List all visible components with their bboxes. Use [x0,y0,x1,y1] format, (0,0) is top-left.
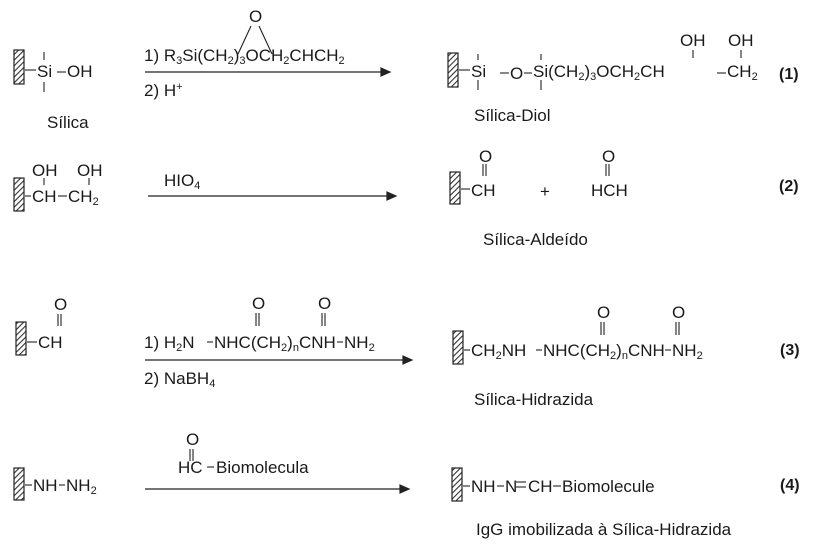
reaction-3-reagent-oxygen-2: O [318,294,332,313]
reaction-1-product-si-1: Si [471,62,487,81]
silica-block-2-product [449,171,461,205]
reaction-3-reagent-1-left: 1) H2N [144,333,195,354]
reaction-4-reactant-nh: NH [33,476,58,495]
reaction-1-product-ch2: CH2 [727,62,758,83]
reaction-3-reactant-oxygen: O [54,295,68,314]
reaction-4-product-n: N [505,477,518,496]
silica-block-3-product [452,330,464,365]
silica-block-1-reactant [13,49,25,85]
reaction-4-reactant-nh2: NH2 [66,476,97,497]
reaction-1-product-oh-2: OH [728,31,754,50]
reaction-2-reactant-oh-2: OH [77,161,103,180]
reaction-2-number: (2) [779,178,799,195]
reaction-3-product-right: NH2 [672,341,703,362]
reaction-4-reagent-hc: HC [178,458,203,477]
reaction-4-product-ch: CH [528,477,553,496]
reaction-3-product-left: CH2NH [471,341,527,362]
silica-block-4-product [451,467,463,502]
reaction-1-reagent-2: 2) H+ [144,81,183,100]
reaction-3-number: (3) [780,342,800,359]
silica-block-1-product [447,52,459,88]
reaction-1-product-o: O [510,64,524,83]
reaction-1-reagent-1: 1) R3Si(CH2)3OCH2CHCH2 [144,46,345,67]
reaction-3-product-middle: NHC(CH2)nCNH [543,341,665,362]
reaction-2-product-label: Sílica-Aldeído [483,230,588,249]
reaction-1-reactant-si: Si [37,62,53,81]
reaction-2-reactant-ch: CH [32,187,57,206]
reaction-3-reagent-1-right: NH2 [344,333,375,354]
silica-block-4-reactant [13,467,25,501]
silica-block-3-reactant [15,321,27,356]
reaction-1-product-oh-1: OH [680,31,706,50]
reaction-2-product-ch: CH [471,181,496,200]
reaction-4-reagent-biomolecula: Biomolecula [216,458,309,477]
reaction-3-reagent-1-middle: NHC(CH2)nCNH [214,333,336,354]
reaction-2-product-oxygen-1: O [479,147,493,166]
reaction-3-product-oxygen-2: O [672,303,686,322]
silica-block-2-reactant [13,177,25,212]
reaction-1-reactant-oh: OH [67,62,93,81]
reaction-1-number: (1) [779,66,799,83]
reaction-4-number: (4) [780,477,800,494]
reaction-3-reagent-2: 2) NaBH4 [144,369,216,390]
reaction-3-reactant-ch: CH [38,333,63,352]
reaction-1-reactant-label: Sílica [47,113,89,132]
reaction-3-product-label: Sílica-Hidrazida [474,390,594,409]
reaction-4-reagent-oxygen: O [186,430,200,449]
reaction-2-product-hch: HCH [591,181,628,200]
reaction-1-epoxide-oxygen: O [249,7,263,26]
reaction-1-product-label: Sílica-Diol [474,106,551,125]
reaction-2-reagent: HIO4 [164,171,201,192]
reaction-2-product-oxygen-2: O [602,147,616,166]
reaction-3-reagent-oxygen-1: O [252,294,266,313]
reaction-2-plus: + [540,182,550,201]
reaction-4-product-nh: NH [471,477,496,496]
reaction-4-product-biomolecule: Biomolecule [562,477,655,496]
reaction-1-product-chain: Si(CH2)3OCH2CH [533,62,665,83]
reaction-2-reactant-ch2: CH2 [68,187,99,208]
reaction-2-reactant-oh-1: OH [32,161,58,180]
reaction-3-product-oxygen-1: O [597,303,611,322]
reaction-4-product-label: IgG imobilizada à Sílica-Hidrazida [476,520,732,539]
